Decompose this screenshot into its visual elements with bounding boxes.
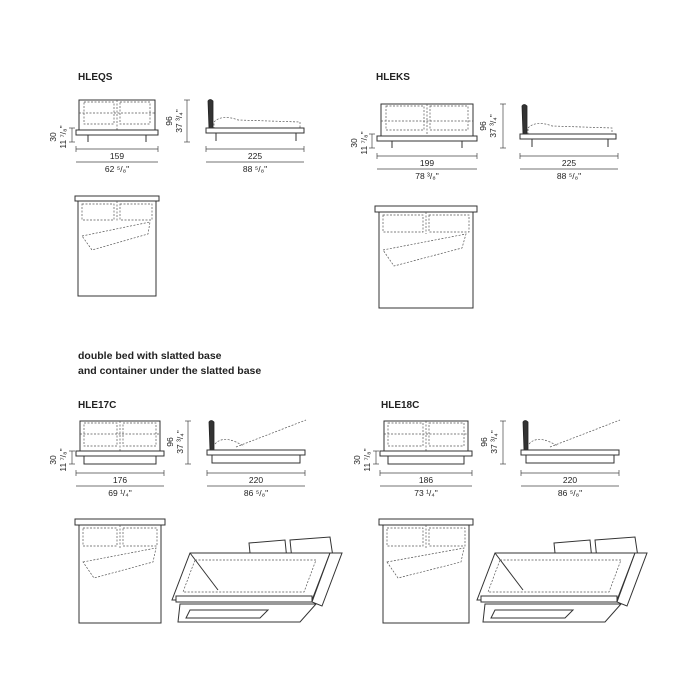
side-view [519,104,617,147]
height-dimension: 30 11 ⁷/₈" [352,448,379,472]
width-cm: 186 [419,475,433,485]
headboard-in: 37 ³/₄" [489,430,499,454]
plan-view [74,195,160,297]
length-dimension: 220 86 ⁵/₈" [206,470,306,498]
length-dimension: 220 86 ⁵/₈" [520,470,620,498]
front-view [379,420,473,465]
side-view [205,99,305,141]
height-cm: 30 [48,455,58,465]
plan-view [74,518,166,624]
width-in: 78 ³/₈" [415,171,439,181]
front-view [75,420,165,465]
section-heading-line1: double bed with slatted base [78,350,222,362]
headboard-cm: 96 [165,437,175,447]
length-in: 88 ⁵/₈" [243,164,267,174]
headboard-dimension: 96 37 ³/₄" [164,99,190,143]
section-heading: double bed with slatted base and contain… [78,350,261,377]
length-cm: 225 [562,158,576,168]
height-cm: 30 [48,132,58,142]
headboard-cm: 96 [479,437,489,447]
length-dimension: 225 88 ⁵/₈" [205,146,305,174]
length-cm: 220 [563,475,577,485]
headboard-cm: 96 [478,121,488,131]
height-in: 11 ⁷/₈" [58,448,68,471]
width-in: 62 ⁵/₈" [105,164,129,174]
side-view [206,419,307,464]
headboard-dimension: 96 37 ³/₄" [165,420,191,465]
length-cm: 220 [249,475,263,485]
width-dimension: 186 73 ¹/₄" [379,470,473,498]
length-in: 86 ⁵/₈" [244,488,268,498]
model-hleks: HLEKS 30 11 ⁷/₈" 96 37 ³/₄" [349,72,619,309]
height-cm: 30 [352,455,362,465]
height-dimension: 30 11 ⁷/₈" [48,448,75,472]
width-in: 69 ¹/₄" [108,488,132,498]
side-view [520,419,621,464]
headboard-in: 37 ³/₄" [174,109,184,133]
perspective-view [476,536,648,623]
width-cm: 199 [420,158,434,168]
height-dimension: 30 11 ⁷/₈" [48,125,75,149]
plan-view [374,205,478,309]
length-cm: 225 [248,151,262,161]
model-code: HLE17C [78,400,116,411]
model-code: HLEQS [78,72,113,83]
model-hle18c: HLE18C 30 11 ⁷/₈" 96 37 ³/₄" [352,400,648,624]
width-dimension: 176 69 ¹/₄" [75,470,165,498]
front-view [75,99,159,142]
length-dimension: 225 88 ⁵/₈" [519,153,619,181]
model-hleqs: HLEQS 30 11 ⁷/₈" 96 37 ³/₄" [48,72,305,297]
height-in: 11 ⁷/₈" [359,131,369,154]
headboard-in: 37 ³/₄" [488,114,498,138]
perspective-view [171,536,343,623]
height-in: 11 ⁷/₈" [362,448,372,471]
length-in: 88 ⁵/₈" [557,171,581,181]
front-view [376,103,478,148]
model-code: HLEKS [376,72,410,83]
plan-view [378,518,474,624]
height-cm: 30 [349,138,359,148]
height-in: 11 ⁷/₈" [58,125,68,148]
width-cm: 159 [110,151,124,161]
model-code: HLE18C [381,400,419,411]
width-in: 73 ¹/₄" [414,488,438,498]
headboard-cm: 96 [164,116,174,126]
width-dimension: 199 78 ³/₈" [376,153,478,181]
headboard-in: 37 ³/₄" [175,430,185,454]
section-heading-line2: and container under the slatted base [78,365,261,377]
headboard-dimension: 96 37 ³/₄" [479,420,506,465]
model-hle17c: HLE17C 30 11 ⁷/₈" 96 37 ³/₄" [48,400,343,624]
headboard-dimension: 96 37 ³/₄" [478,103,506,149]
height-dimension: 30 11 ⁷/₈" [349,131,375,155]
width-cm: 176 [113,475,127,485]
width-dimension: 159 62 ⁵/₈" [75,146,159,174]
length-in: 86 ⁵/₈" [558,488,582,498]
